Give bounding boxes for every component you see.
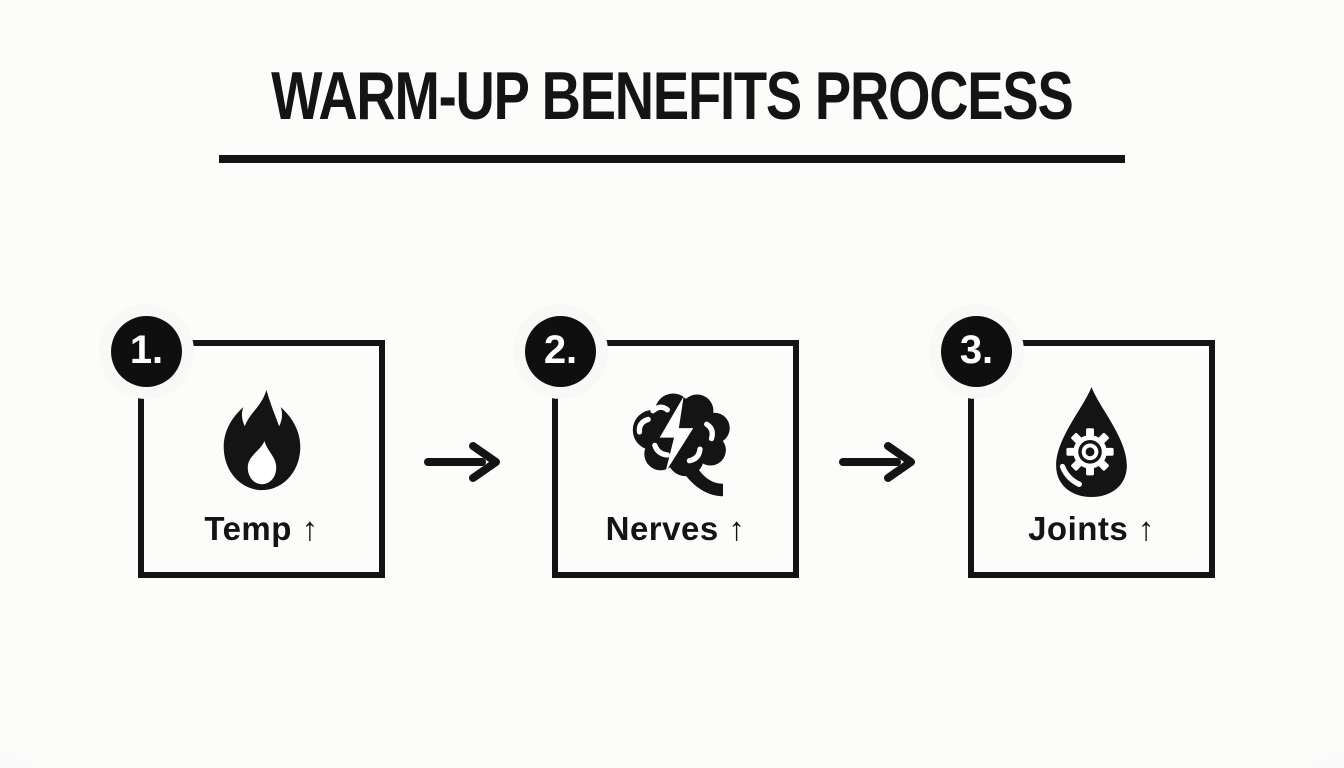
- step-number-badge: 2.: [525, 316, 596, 387]
- step-number-badge: 3.: [941, 316, 1012, 387]
- flame-icon: [223, 389, 300, 491]
- brain-lightning-icon: [632, 393, 730, 497]
- step-label: Joints ↑: [1028, 510, 1155, 547]
- step-label: Nerves ↑: [605, 510, 746, 547]
- title-underline: [219, 155, 1125, 163]
- step-box-joints: 3.: [941, 316, 1215, 578]
- header: WARM-UP BENEFITS PROCESS: [0, 60, 1344, 132]
- droplet-gear-icon: [1056, 386, 1127, 498]
- step-icon-wrap: [558, 382, 793, 502]
- step-number: 3.: [959, 327, 994, 372]
- arrow-right-icon: [839, 440, 917, 484]
- step-label: Temp ↑: [204, 510, 319, 547]
- step-number-badge: 1.: [111, 316, 182, 387]
- page-title: WARM-UP BENEFITS PROCESS: [271, 58, 1074, 134]
- step-number: 1.: [129, 327, 164, 372]
- step-box-temp: 1. Temp ↑: [111, 316, 385, 578]
- step-number: 2.: [543, 327, 578, 372]
- step-box-nerves: 2.: [525, 316, 799, 578]
- step-icon-wrap: [974, 382, 1209, 502]
- arrow-right-icon: [424, 440, 502, 484]
- step-icon-wrap: [144, 382, 379, 502]
